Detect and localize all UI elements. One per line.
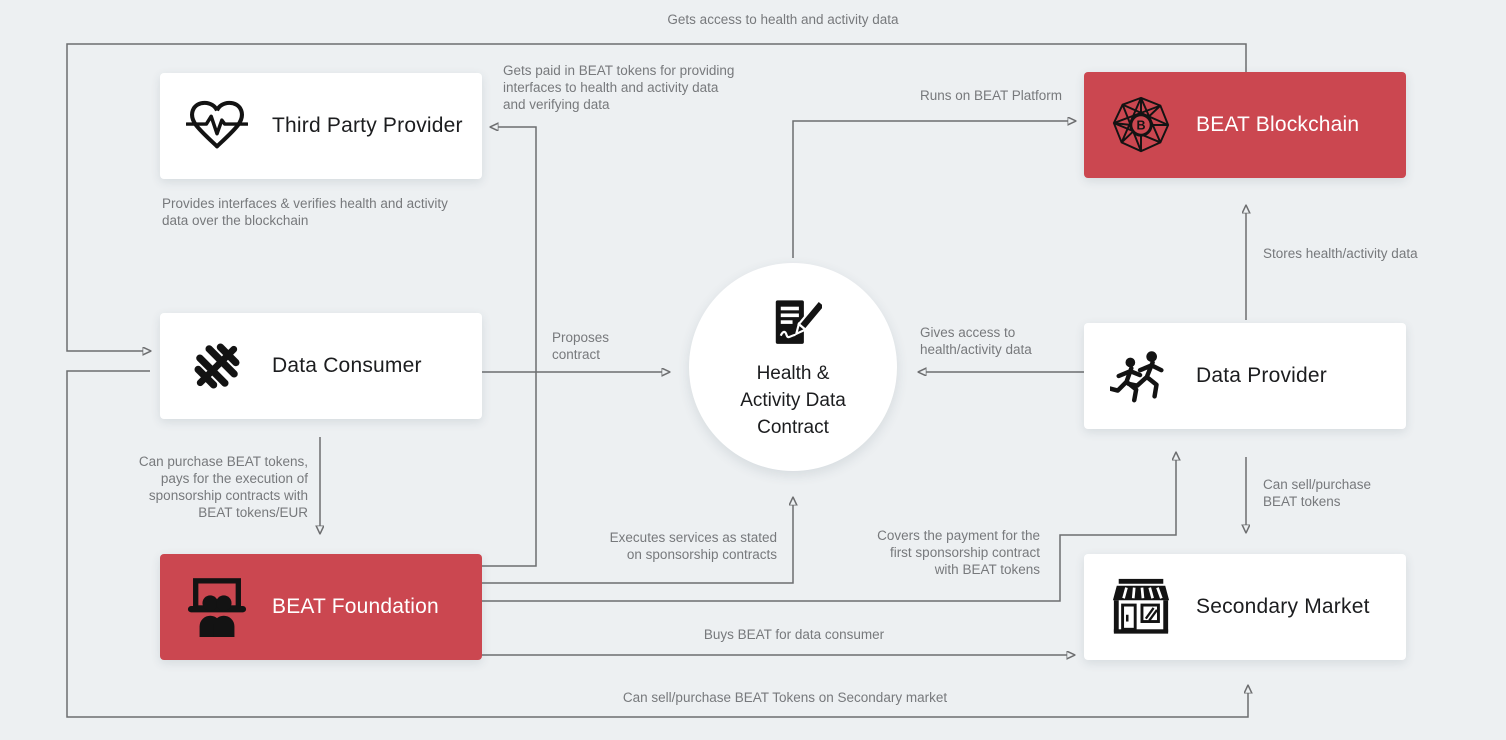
blockchain-network-icon: B <box>1110 94 1172 156</box>
node-title: BEAT Blockchain <box>1196 113 1360 136</box>
edge-label-sell-secondary: Can sell/purchase BEAT Tokens on Seconda… <box>622 690 948 705</box>
node-health-activity-data-contract: Health & Activity Data Contract <box>689 263 897 471</box>
presentation-people-icon <box>186 576 248 638</box>
storefront-icon <box>1110 576 1172 638</box>
connector-consumer-to-market <box>66 370 1248 718</box>
connector-contract-to-blockchain <box>792 121 1068 258</box>
connector-foundation-to-contract <box>482 505 793 584</box>
node-title: Data Consumer <box>272 354 422 377</box>
edge-label-stores: Stores health/activity data <box>1263 246 1418 261</box>
edge-label-runs-on: Runs on BEAT Platform <box>919 88 1063 103</box>
description-third-party-provider: Provides interfaces & verifies health an… <box>162 196 448 228</box>
edge-label-proposes: Proposes contract <box>552 330 610 362</box>
node-third-party-provider: Third Party Provider <box>160 73 482 179</box>
node-title: Secondary Market <box>1196 595 1370 618</box>
edge-label-covers: Covers the payment for the first sponsor… <box>877 528 1040 577</box>
heartbeat-icon <box>186 95 248 157</box>
node-title: Third Party Provider <box>272 114 463 137</box>
edge-label-gets-paid: Gets paid in BEAT tokens for providing i… <box>503 63 735 112</box>
node-title: Data Provider <box>1196 364 1327 387</box>
node-beat-foundation: BEAT Foundation <box>160 554 482 660</box>
edge-label-executes: Executes services as stated on sponsorsh… <box>609 530 777 562</box>
edge-label-gives-access: Gives access to health/activity data <box>920 325 1032 357</box>
edge-label-sell-tokens: Can sell/purchase BEAT tokens <box>1263 477 1372 509</box>
runners-icon <box>1110 345 1172 407</box>
connector-foundation-to-provider <box>482 460 1176 602</box>
dumbbell-icon <box>186 335 248 397</box>
edge-label-buys: Buys BEAT for data consumer <box>703 627 885 642</box>
edge-label-gets-access: Gets access to health and activity data <box>667 12 899 27</box>
node-data-consumer: Data Consumer <box>160 313 482 419</box>
contract-icon <box>764 294 822 352</box>
node-secondary-market: Secondary Market <box>1084 554 1406 660</box>
connector-foundation-to-third-party <box>482 127 537 567</box>
edge-label-can-purchase: Can purchase BEAT tokens, pays for the e… <box>138 454 308 520</box>
connector-blockchain-to-data-consumer <box>66 43 1247 351</box>
node-title: Health & Activity Data Contract <box>740 362 846 438</box>
bitcoin-letter: B <box>1136 118 1145 132</box>
node-title: BEAT Foundation <box>272 595 439 618</box>
node-data-provider: Data Provider <box>1084 323 1406 429</box>
node-beat-blockchain: B BEAT Blockchain <box>1084 72 1406 178</box>
